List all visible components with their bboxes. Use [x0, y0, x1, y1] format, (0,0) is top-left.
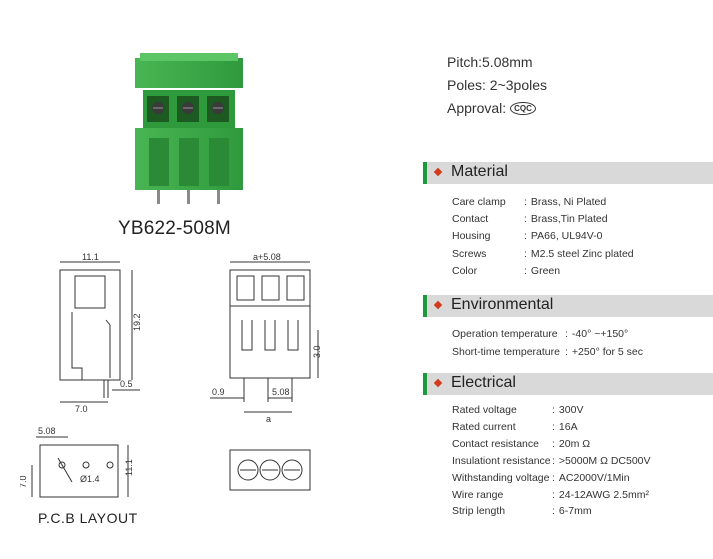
spec-value: PA66, UL94V-0: [530, 230, 603, 243]
dim-side-width: 11.1: [82, 252, 99, 262]
material-spec-row: Screws:M2.5 steel Zinc plated: [452, 248, 634, 260]
spec-value: AC2000V/1Min: [558, 471, 630, 484]
spec-value: 24-12AWG 2.5mm²: [558, 488, 649, 501]
dim-side-pin-offset: 0.5: [120, 379, 133, 389]
spec-value: 20m Ω: [558, 437, 591, 450]
spec-label: Contact resistance: [452, 437, 539, 450]
material-spec-row: Contact:Brass,Tin Plated: [452, 213, 608, 225]
dim-front-pin-len: 3.0: [312, 345, 322, 358]
spec-value: -40° ~+150°: [571, 328, 629, 340]
poles-spec: Poles: 2~3poles: [447, 77, 548, 93]
spec-separator: :: [552, 420, 555, 433]
spec-separator: :: [524, 264, 527, 277]
dim-pcb-height: 11.1: [124, 459, 134, 476]
product-photo: [135, 53, 243, 204]
material-spec-row: Care clamp:Brass, Ni Plated: [452, 196, 606, 208]
spec-value: +250° for 5 sec: [571, 345, 643, 358]
spec-label: Housing: [452, 230, 491, 243]
spec-label: Screws: [452, 247, 487, 260]
electrical-spec-row: Rated voltage:300V: [452, 404, 583, 416]
dim-pcb-pitch: 5.08: [38, 426, 56, 436]
pitch-spec: Pitch:5.08mm: [447, 54, 533, 70]
spec-separator: :: [552, 471, 555, 484]
spec-label: Color: [452, 264, 478, 277]
dim-front-pitch: 5.08: [272, 387, 290, 397]
electrical-spec-row: Insulationt resistance:>5000M Ω DC500V: [452, 455, 651, 467]
spec-value: Brass,Tin Plated: [530, 213, 608, 226]
spec-value: >5000M Ω DC500V: [558, 454, 651, 467]
electrical-spec-row: Rated current:16A: [452, 421, 578, 433]
spec-label: Rated voltage: [452, 404, 517, 416]
pcb-layout-label: P.C.B LAYOUT: [38, 510, 138, 526]
electrical-spec-row: Withstanding voltage:AC2000V/1Min: [452, 472, 630, 484]
spec-separator: :: [565, 328, 568, 340]
cqc-mark-icon: CQC: [510, 102, 536, 115]
spec-separator: :: [552, 404, 555, 416]
electrical-spec-row: Contact resistance:20m Ω: [452, 438, 590, 450]
spec-label: Withstanding voltage: [452, 471, 550, 484]
spec-value: 300V: [558, 404, 584, 416]
dim-front-width: a+5.08: [253, 252, 281, 262]
spec-value: 16A: [558, 420, 578, 433]
spec-separator: :: [524, 247, 527, 260]
diamond-bullet-icon: [433, 167, 443, 177]
environmental-spec-row: Short-time temperature:+250° for 5 sec: [452, 346, 643, 358]
approval-spec: Approval:CQC: [447, 100, 536, 116]
approval-label: Approval:: [447, 100, 507, 116]
material-title: Material: [451, 163, 508, 180]
spec-separator: :: [552, 437, 555, 450]
spec-label: Operation temperature: [452, 328, 558, 340]
spec-label: Wire range: [452, 488, 504, 501]
spec-separator: :: [552, 488, 555, 501]
spec-label: Insulationt resistance: [452, 454, 551, 467]
dim-pcb-offset: 7.0: [20, 475, 28, 488]
spec-value: Brass, Ni Plated: [530, 196, 607, 208]
technical-drawings: 11.1 19.2 0.5 7.0 a+5.08 3.0 0.9 5.08 a …: [20, 252, 322, 498]
dim-side-height: 19.2: [132, 313, 142, 331]
material-spec-row: Housing:PA66, UL94V-0: [452, 230, 603, 242]
dim-pcb-hole: Ø1.4: [80, 474, 100, 484]
spec-label: Rated current: [452, 420, 516, 433]
spec-value: 6-7mm: [558, 505, 592, 518]
environmental-title: Environmental: [451, 296, 554, 313]
model-number: YB622-508M: [118, 218, 231, 239]
spec-label: Care clamp: [452, 196, 506, 208]
diamond-bullet-icon: [433, 300, 443, 310]
spec-separator: :: [565, 345, 568, 358]
electrical-spec-row: Wire range:24-12AWG 2.5mm²: [452, 489, 649, 501]
spec-separator: :: [524, 196, 527, 208]
spec-separator: :: [552, 454, 555, 467]
spec-separator: :: [524, 213, 527, 226]
spec-separator: :: [524, 230, 527, 243]
spec-value: M2.5 steel Zinc plated: [530, 247, 634, 260]
diamond-bullet-icon: [433, 378, 443, 388]
environmental-section-header: Environmental: [423, 295, 713, 317]
spec-value: Green: [530, 264, 561, 277]
spec-label: Contact: [452, 213, 489, 226]
material-spec-row: Color:Green: [452, 265, 560, 277]
electrical-spec-row: Strip length:6-7mm: [452, 505, 592, 517]
electrical-title: Electrical: [451, 374, 516, 391]
material-section-header: Material: [423, 162, 713, 184]
spec-label: Short-time temperature: [452, 345, 560, 358]
environmental-spec-row: Operation temperature:-40° ~+150°: [452, 328, 628, 340]
dim-side-base: 7.0: [75, 404, 88, 414]
spec-separator: :: [552, 505, 555, 518]
spec-label: Strip length: [452, 505, 506, 518]
dim-front-pin-dia: 0.9: [212, 387, 225, 397]
electrical-section-header: Electrical: [423, 373, 713, 395]
dim-front-a: a: [266, 414, 271, 424]
